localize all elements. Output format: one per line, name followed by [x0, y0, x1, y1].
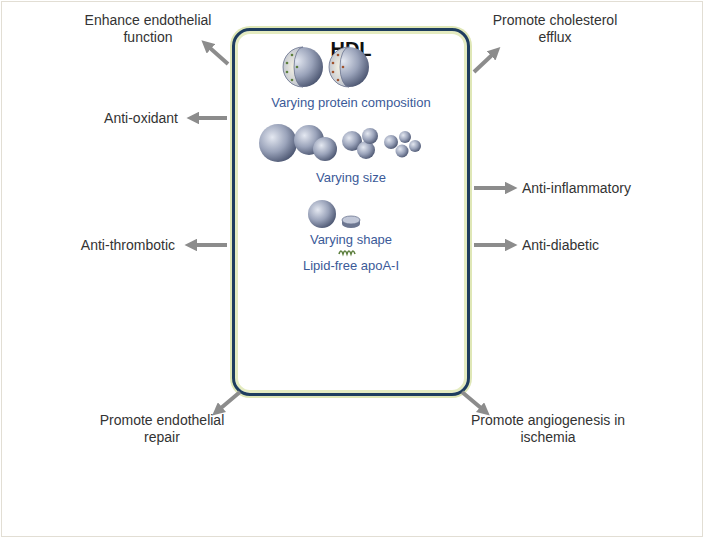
feature-caption: Varying shape [235, 232, 467, 247]
particle-size-series [259, 124, 421, 162]
effect-label: Anti-diabetic [522, 237, 692, 254]
hdl-particle-cutaway [329, 47, 369, 87]
effect-label: Promote endothelial repair [92, 412, 232, 446]
particle-shape-pair [308, 200, 360, 228]
effect-label: Anti-inflammatory [522, 180, 692, 197]
feature-caption: Lipid-free apoA-I [235, 258, 467, 273]
effect-label: Anti-oxidant [20, 110, 178, 127]
effect-arrows [196, 48, 506, 408]
hdl-particle-cutaway [283, 47, 323, 87]
apoa1-helix [339, 251, 355, 254]
effect-label: Promote angiogenesis in ischemia [468, 412, 628, 446]
effect-label: Promote cholesterol efflux [485, 12, 625, 46]
feature-caption: Varying protein composition [235, 95, 467, 110]
feature-caption: Varying size [235, 170, 467, 185]
effect-label: Enhance endothelial function [78, 12, 218, 46]
effect-label: Anti-thrombotic [20, 237, 175, 254]
